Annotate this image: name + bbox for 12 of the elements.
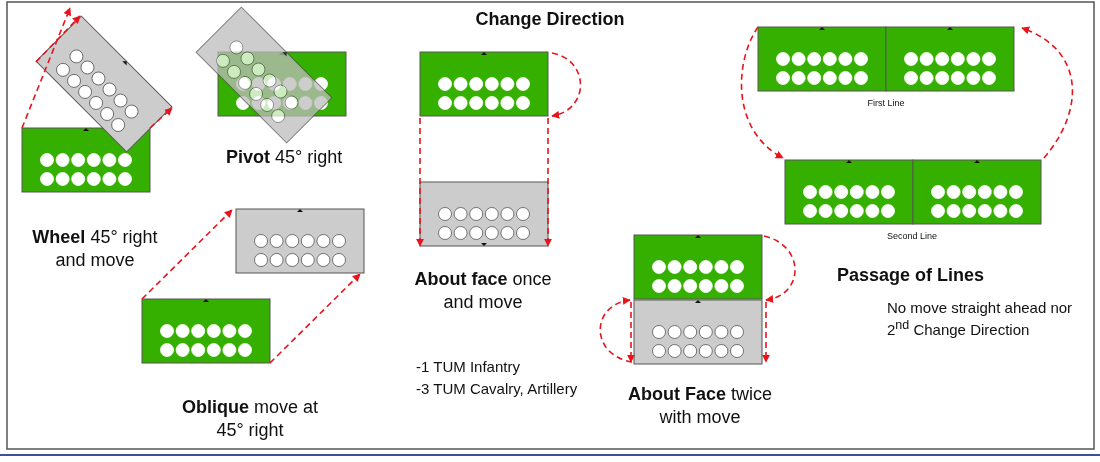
section-heading: Passage of Lines [837,264,986,287]
line-caption: First Line [866,98,906,110]
movement-caption: Wheel 45° right and move [31,226,159,271]
movement-caption: Pivot 45° right [226,146,344,169]
movement-caption: About Face twice with move [627,383,773,428]
movement-caption: Oblique move at 45° right [181,396,319,441]
note-text: -3 TUM Cavalry, Artillery [416,380,579,399]
line-caption: Second Line [885,231,938,243]
movement-caption: About face once and move [413,268,553,313]
note-text: -1 TUM Infantry [416,358,521,377]
diagram-title: Change Direction [474,8,626,31]
note-text: No move straight ahead nor 2$^{nd}$ Change Direction [887,299,1074,340]
